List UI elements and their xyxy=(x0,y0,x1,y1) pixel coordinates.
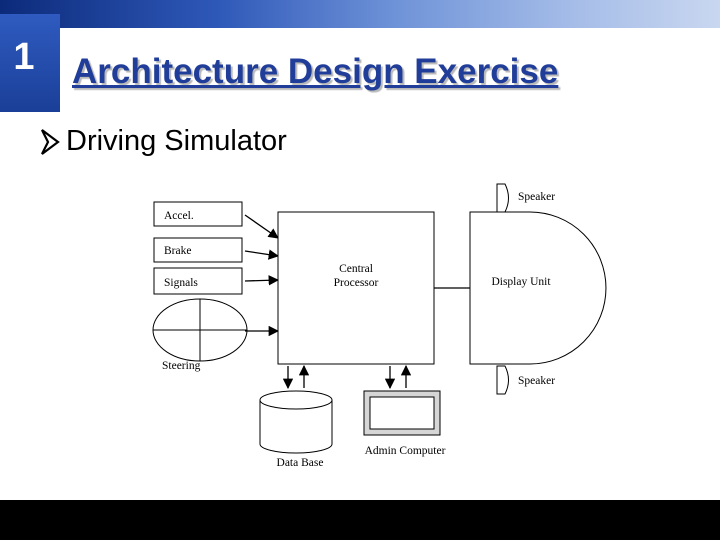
bullet-text: Driving Simulator xyxy=(66,125,287,157)
bullet-arrow-icon xyxy=(41,129,60,155)
database-cylinder xyxy=(259,400,333,454)
signals-label: Signals xyxy=(164,277,198,289)
slide-title: Architecture Design Exercise xyxy=(72,52,559,91)
speaker-bottom-icon xyxy=(496,365,509,395)
processor-label-line2: Processor xyxy=(334,277,379,289)
signals-arrow xyxy=(244,275,280,286)
title-area xyxy=(60,28,720,112)
database-label: Data Base xyxy=(277,457,324,469)
slide-number-box xyxy=(0,14,60,112)
admin-computer-screen xyxy=(369,396,435,430)
display-unit-shape xyxy=(469,211,607,365)
brake-label: Brake xyxy=(164,245,191,257)
central-processor-box xyxy=(277,211,435,365)
brake-box xyxy=(153,237,243,263)
database-top xyxy=(259,390,333,410)
speaker-top-label: Speaker xyxy=(518,191,555,203)
accel-label: Accel. xyxy=(164,210,194,222)
top-banner xyxy=(0,0,720,28)
speaker-top-icon xyxy=(496,183,509,213)
accel-box xyxy=(153,201,243,227)
accel-arrow xyxy=(244,214,279,239)
processor-label-line1: Central xyxy=(339,263,373,275)
signals-box xyxy=(153,267,243,295)
brake-arrow xyxy=(244,249,280,260)
slide-number: 1 xyxy=(13,36,35,78)
steering-label: Steering xyxy=(162,360,201,372)
display-unit-label: Display Unit xyxy=(491,276,551,288)
bottom-bar xyxy=(0,500,720,540)
admin-computer-label: Admin Computer xyxy=(365,445,446,457)
speaker-bottom-label: Speaker xyxy=(518,375,555,387)
